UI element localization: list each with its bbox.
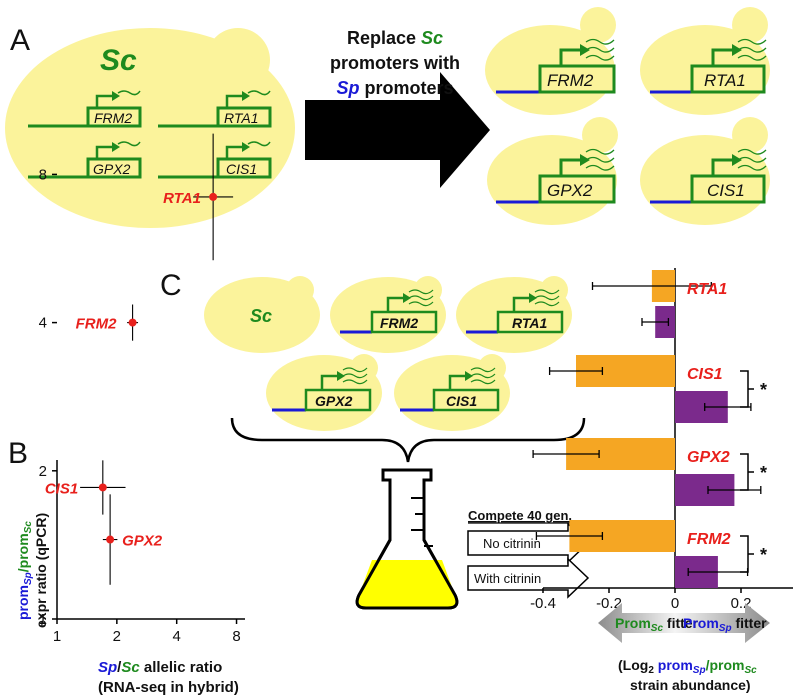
scatter-y-tick-label: 8 (39, 166, 47, 183)
competition-cell-cis1 (394, 354, 510, 431)
scatter-y-tick-label: 4 (39, 315, 47, 332)
prom-sp-fitter-arrow (675, 603, 770, 643)
bar-gene-label: CIS1 (687, 366, 723, 383)
significance-bracket (740, 453, 754, 491)
gene-gpx2-a-native: GPX2 (93, 161, 131, 177)
gene-frm2-c: FRM2 (380, 315, 418, 331)
scatter-y-tick-label: 1 (39, 611, 47, 628)
scatter-xlabel-line1: Sp/Sc allelic ratio (98, 659, 222, 676)
panel-label-c: C (160, 269, 182, 302)
competition-cell-frm2 (330, 276, 446, 353)
replace-arrow (305, 72, 490, 188)
scatter-point (98, 483, 107, 492)
scatter-point-label: CIS1 (45, 480, 78, 497)
bar-gene-label: RTA1 (687, 281, 727, 298)
scatter-xlabel-line2: (RNA-seq in hybrid) (98, 679, 239, 696)
scatter-x-tick-label: 2 (113, 628, 121, 645)
prom-sc-fitter-arrow (598, 603, 675, 643)
arrow-text-line1: Replace Sc (347, 28, 443, 48)
significance-bracket (740, 535, 754, 573)
native-gene-cis1 (158, 141, 272, 179)
gene-rta1-a-strain: RTA1 (704, 71, 746, 90)
flask-icon (355, 468, 459, 610)
scatter-point (128, 318, 137, 327)
with-citrinin-label: With citrinin (474, 571, 541, 586)
gene-rta1-c: RTA1 (512, 315, 547, 331)
significance-bracket (740, 370, 754, 408)
native-gene-rta1 (158, 90, 272, 128)
gene-cis1-a-native: CIS1 (226, 161, 257, 177)
bar-xlabel-line2: strain abundance) (630, 677, 751, 693)
gene-gpx2-c: GPX2 (315, 393, 353, 409)
strain-cell-cis1 (640, 117, 770, 225)
panel-label-a: A (10, 24, 30, 57)
gene-cis1-c: CIS1 (446, 393, 477, 409)
strain-cell-rta1 (640, 7, 770, 115)
significance-star: * (760, 380, 767, 400)
panel-label-b: B (8, 437, 28, 470)
scatter-x-tick-label: 1 (53, 628, 61, 645)
scatter-x-tick-label: 8 (232, 628, 240, 645)
gene-frm2-a-strain: FRM2 (547, 71, 594, 90)
scatter-ylabel-line2: expr ratio (qPCR) (33, 513, 49, 628)
pool-brace (230, 417, 586, 463)
scatter-point-label: GPX2 (122, 533, 163, 550)
scatter-x-tick-label: 4 (173, 628, 181, 645)
competition-cell-gpx2 (266, 354, 382, 431)
significance-star: * (760, 545, 767, 565)
bar-x-tick-label: -0.4 (530, 595, 556, 612)
significance-star: * (760, 463, 767, 483)
sc-label-a: Sc (100, 44, 137, 77)
bar-gene-label: GPX2 (687, 449, 730, 466)
scatter-point (209, 192, 218, 201)
scatter-ylabel-line1: promSp/promSc (15, 521, 34, 620)
gene-frm2-a-native: FRM2 (94, 110, 132, 126)
prom-sp-fitter-label: PromSp fitter (683, 615, 767, 634)
bar-x-tick-label: -0.2 (596, 595, 622, 612)
competition-cell-sc (204, 276, 320, 353)
strain-cell-gpx2 (487, 117, 618, 225)
prom-sc-fitter-label: PromSc fitter (615, 615, 699, 634)
compete-label: Compete 40 gen. (468, 508, 572, 523)
no-citrinin-arrow (467, 522, 590, 564)
scatter-point-label: FRM2 (76, 316, 117, 333)
sc-label-c: Sc (250, 306, 272, 326)
sc-cell-large (5, 28, 295, 228)
scatter-point (106, 535, 115, 544)
gene-cis1-a-strain: CIS1 (707, 181, 745, 200)
bar-x-tick-label: 0 (671, 595, 679, 612)
no-citrinin-label: No citrinin (483, 536, 541, 551)
scatter-y-tick-label: 2 (39, 463, 47, 480)
arrow-text-line3: Sp promoters (336, 78, 453, 98)
native-gene-frm2 (28, 90, 142, 128)
bar-gene-label: FRM2 (687, 531, 731, 548)
competition-cell-rta1 (456, 276, 572, 353)
strain-cell-frm2 (485, 7, 616, 115)
gene-gpx2-a-strain: GPX2 (547, 181, 593, 200)
native-gene-gpx2 (28, 141, 142, 179)
arrow-text-line2: promoters with (330, 53, 460, 73)
gene-rta1-a-native: RTA1 (224, 110, 259, 126)
scatter-point-label: RTA1 (163, 190, 201, 207)
bar-xlabel-line1: (Log2 promSp/promSc (618, 657, 757, 676)
